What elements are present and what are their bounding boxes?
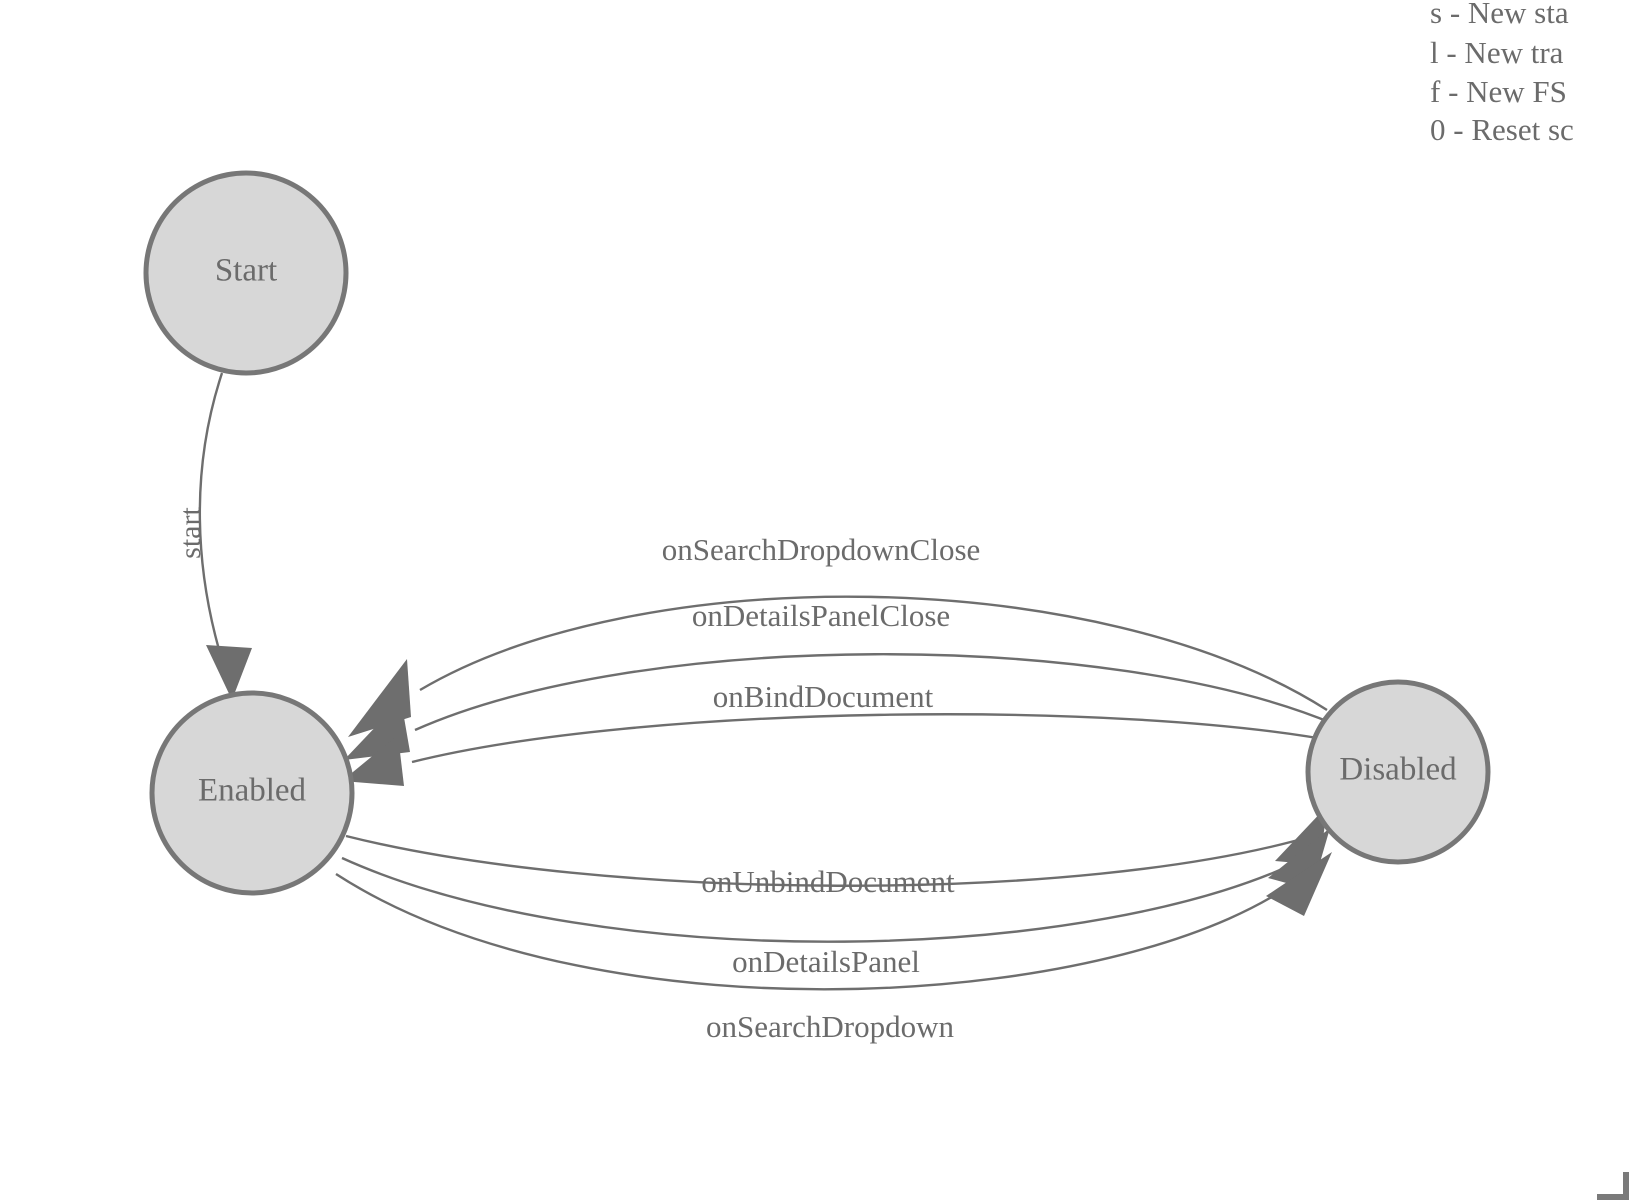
edge-label-on-unbind-document: onUnbindDocument <box>701 864 955 899</box>
help-line-new-transition: l - New tra <box>1430 35 1564 70</box>
edge-label-on-search-dropdown: onSearchDropdown <box>706 1009 954 1044</box>
node-enabled[interactable]: Enabled <box>149 690 355 896</box>
node-disabled[interactable]: Disabled <box>1305 679 1491 865</box>
edge-label-on-details-panel: onDetailsPanel <box>732 944 920 979</box>
help-line-reset: 0 - Reset sc <box>1430 112 1574 147</box>
edge-path <box>414 653 1335 732</box>
edge-label-on-details-panel-close: onDetailsPanelClose <box>692 598 950 633</box>
edge-path <box>198 372 224 661</box>
edge-label-on-search-dropdown-close: onSearchDropdownClose <box>662 532 981 567</box>
arrow-head <box>1266 852 1332 916</box>
help-line-new-state: s - New sta <box>1430 0 1569 30</box>
edge-path <box>419 595 1328 712</box>
edge-label-on-bind-document: onBindDocument <box>713 679 934 714</box>
help-overlay: s - New sta l - New tra f - New FS 0 - R… <box>1430 0 1574 147</box>
resize-corner-handle[interactable] <box>1597 1172 1629 1200</box>
node-circle <box>143 170 349 376</box>
node-circle <box>149 690 355 896</box>
edge-label-start: start <box>174 507 207 559</box>
node-circle <box>1305 679 1491 865</box>
node-label: Enabled <box>198 773 307 809</box>
edge-path <box>411 713 1341 764</box>
edge-on-bind-document[interactable] <box>342 713 1341 786</box>
node-label: Disabled <box>1339 752 1457 788</box>
node-start[interactable]: Start <box>143 170 349 376</box>
edge-start[interactable] <box>198 372 252 700</box>
edge-path <box>335 871 1309 991</box>
arrow-head <box>206 645 252 700</box>
help-line-new-fsm: f - New FS <box>1430 74 1567 109</box>
edge-path <box>341 853 1313 943</box>
corner-bracket-icon <box>1597 1172 1629 1200</box>
edge-on-search-dropdown[interactable] <box>335 852 1332 991</box>
arrow-head <box>342 735 404 786</box>
node-label: Start <box>215 253 277 289</box>
edge-path <box>345 833 1317 887</box>
